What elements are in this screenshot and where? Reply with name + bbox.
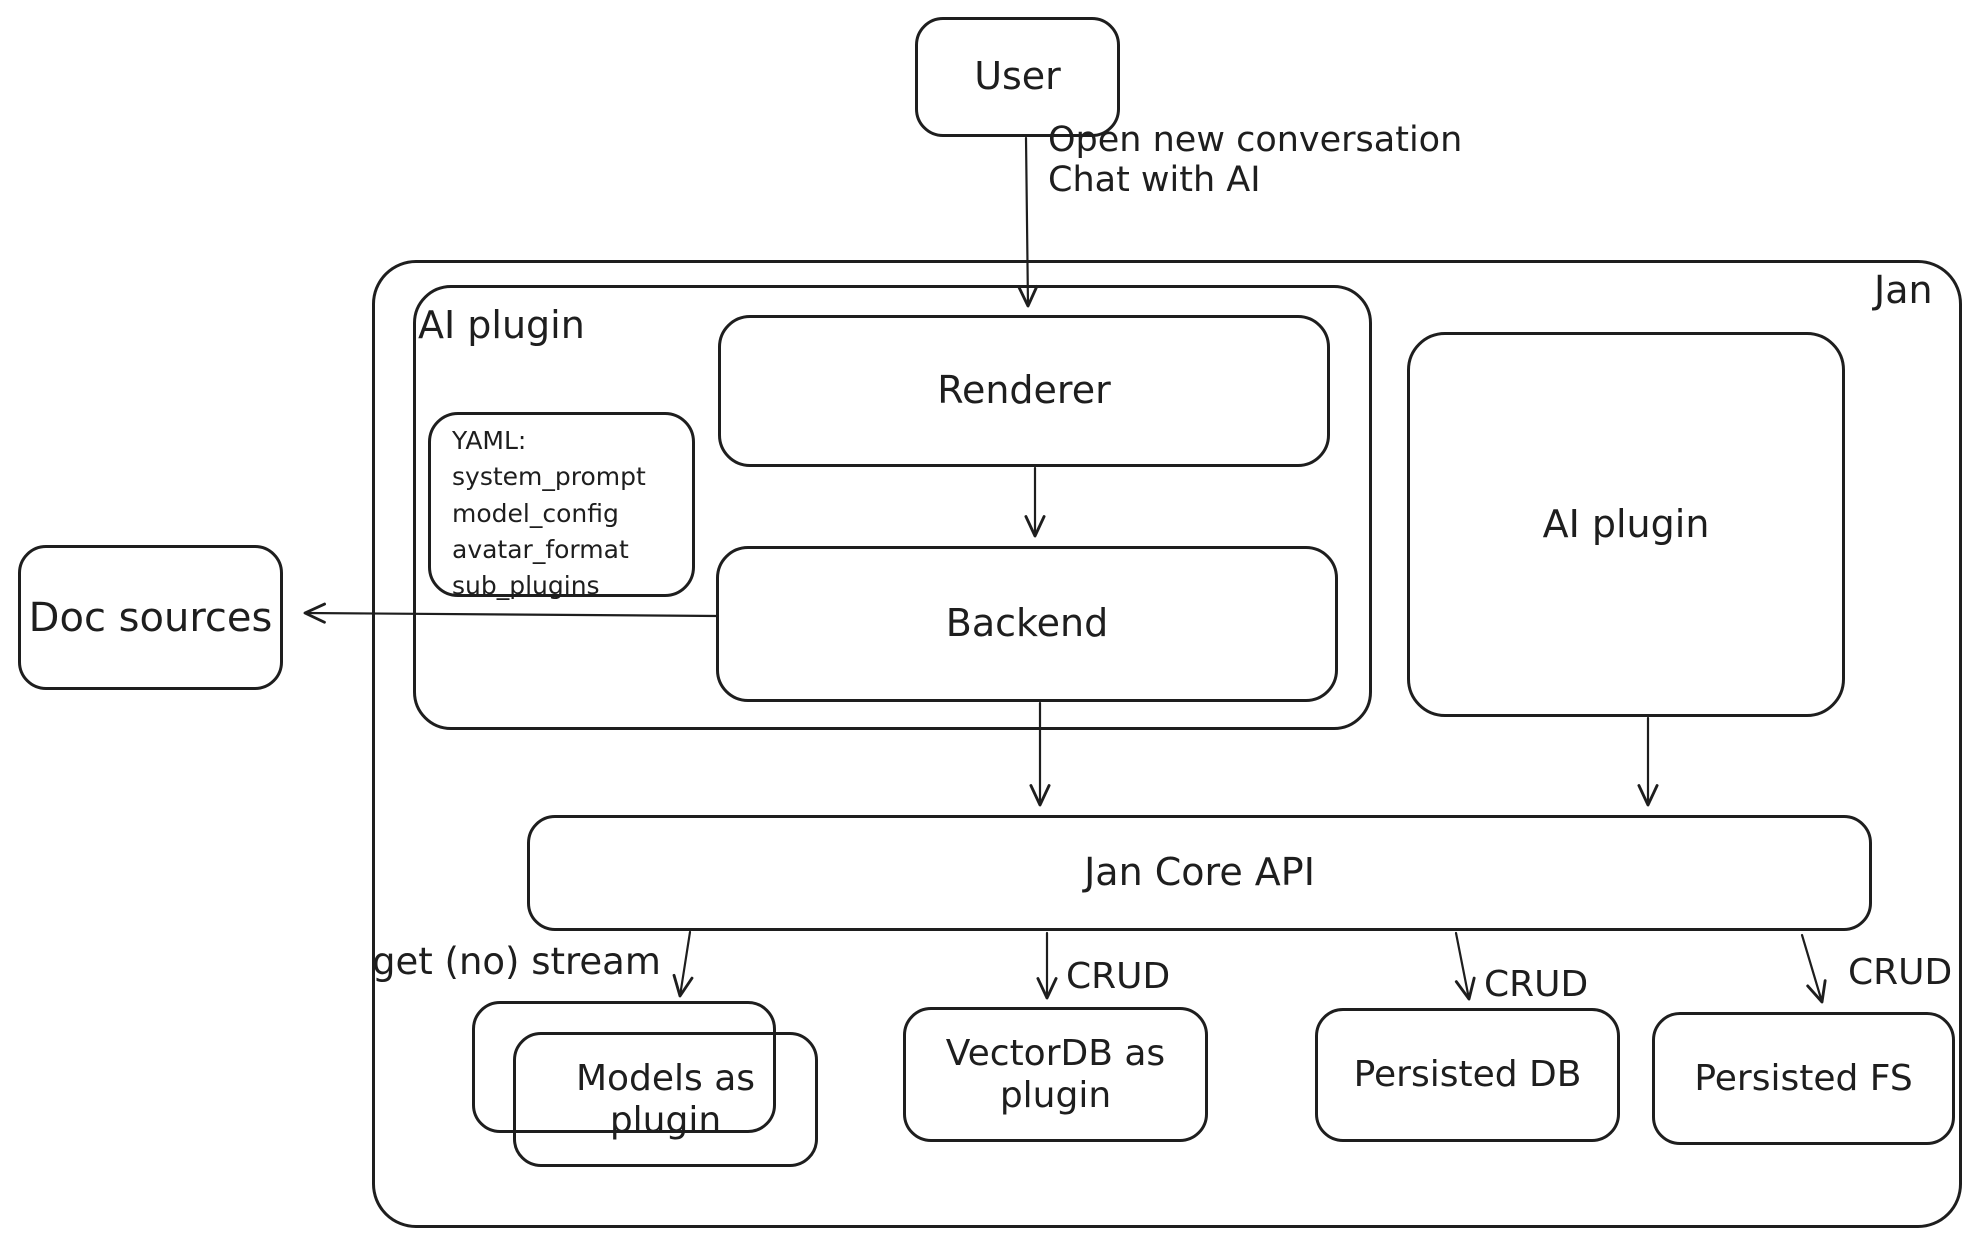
backend-node: Backend bbox=[716, 546, 1338, 702]
models-plugin-back-box bbox=[472, 1001, 776, 1133]
renderer-node-label: Renderer bbox=[937, 368, 1111, 413]
models-plugin-node-label: Models as plugin bbox=[575, 1058, 756, 1141]
edge-label-user-flow: Open new conversation Chat with AI bbox=[1048, 120, 1462, 200]
jan-container bbox=[372, 260, 1962, 1228]
models-plugin-node: Models as plugin bbox=[513, 1032, 818, 1167]
user-node: User bbox=[915, 17, 1120, 137]
vectordb-plugin-node-label: VectorDB as plugin bbox=[945, 1033, 1166, 1116]
jan-container-label: Jan bbox=[1874, 268, 1933, 312]
yaml-line: sub_plugins bbox=[452, 571, 600, 600]
yaml-line: avatar_format bbox=[452, 534, 629, 564]
edge-label-crud-persisted-db: CRUD bbox=[1484, 964, 1589, 1005]
ai-plugin-container-label: AI plugin bbox=[418, 303, 585, 347]
backend-node-label: Backend bbox=[945, 601, 1109, 646]
doc-sources-node-label: Doc sources bbox=[28, 594, 273, 641]
persisted-db-node: Persisted DB bbox=[1315, 1008, 1620, 1142]
edge-label-crud-vectordb: CRUD bbox=[1066, 956, 1171, 997]
yaml-line: system_prompt bbox=[452, 462, 646, 492]
persisted-db-node-label: Persisted DB bbox=[1353, 1054, 1582, 1096]
yaml-note-text: YAML: system_prompt model_config avatar_… bbox=[452, 423, 646, 604]
yaml-line: model_config bbox=[452, 498, 619, 528]
jan-core-api-node: Jan Core API bbox=[527, 815, 1872, 931]
edge-label-open-conversation: Open new conversation bbox=[1048, 120, 1463, 160]
jan-core-api-node-label: Jan Core API bbox=[1084, 850, 1315, 895]
persisted-fs-node-label: Persisted FS bbox=[1694, 1057, 1913, 1099]
ai-plugin-right-node: AI plugin bbox=[1407, 332, 1845, 717]
vectordb-plugin-node: VectorDB as plugin bbox=[903, 1007, 1208, 1142]
renderer-node: Renderer bbox=[718, 315, 1330, 467]
edge-label-crud-persisted-fs: CRUD bbox=[1848, 952, 1953, 993]
ai-plugin-container bbox=[413, 285, 1372, 730]
user-node-label: User bbox=[974, 54, 1061, 99]
edge-label-get-no-stream: get (no) stream bbox=[372, 940, 661, 983]
yaml-line: YAML: bbox=[452, 426, 527, 455]
doc-sources-node: Doc sources bbox=[18, 545, 283, 690]
persisted-fs-node: Persisted FS bbox=[1652, 1012, 1955, 1145]
yaml-note bbox=[428, 412, 695, 597]
ai-plugin-right-node-label: AI plugin bbox=[1542, 501, 1710, 546]
edge-label-chat-with-ai: Chat with AI bbox=[1048, 160, 1261, 200]
